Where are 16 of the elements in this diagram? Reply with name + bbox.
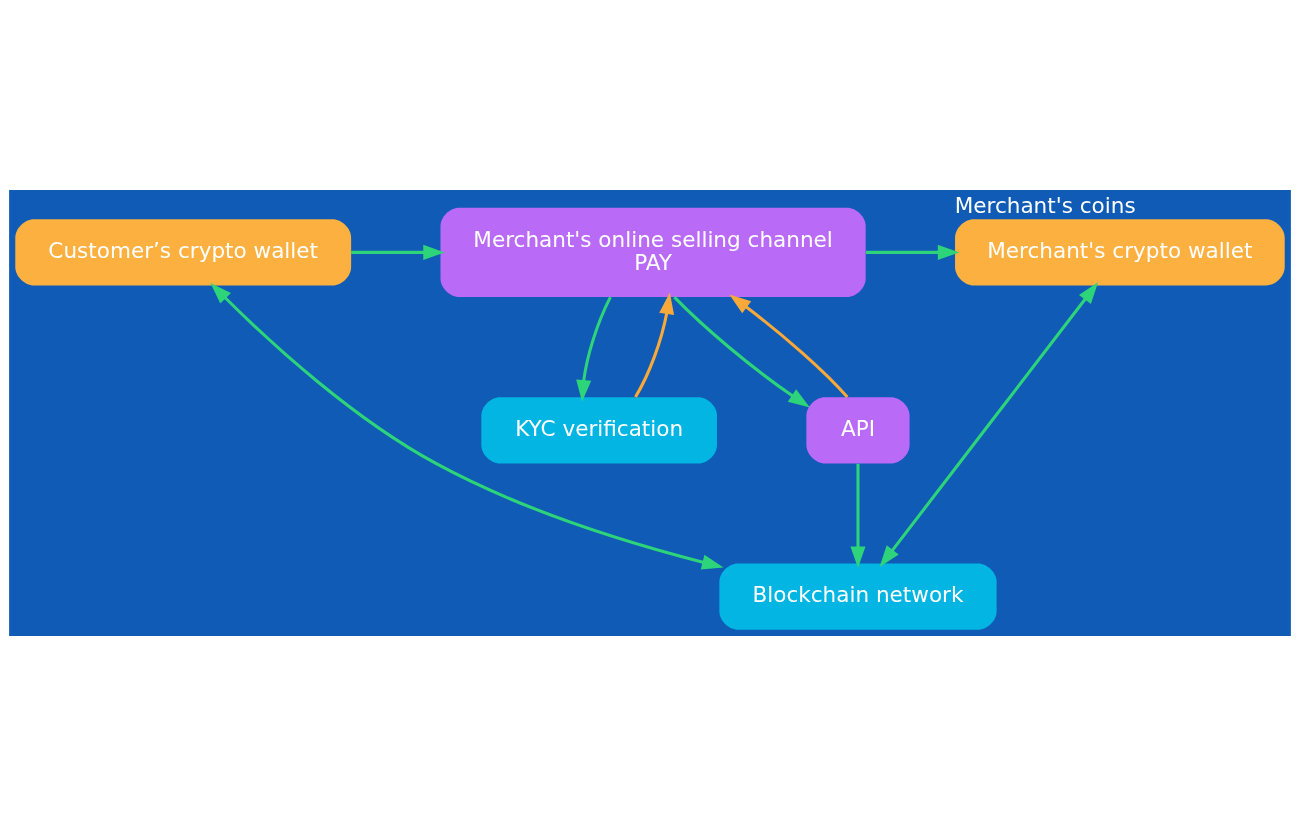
arrow <box>634 292 675 398</box>
node-box: Blockchain network <box>719 563 997 630</box>
node-label: Merchant's coins <box>954 192 1136 218</box>
arrow <box>351 244 445 260</box>
arrow <box>850 463 866 568</box>
arrow <box>729 293 849 398</box>
node-box: KYC verification <box>481 396 717 463</box>
arrow <box>673 295 810 407</box>
arrow <box>210 282 724 569</box>
node-box: Customer’s crypto wallet <box>15 218 352 285</box>
arrow <box>576 295 612 402</box>
node-box: API <box>806 396 910 463</box>
arrow <box>865 244 960 260</box>
node-box: Merchant's online selling channel PAY <box>440 207 866 297</box>
node-box: Merchant's crypto wallet <box>955 218 1285 285</box>
arrow <box>879 281 1099 567</box>
